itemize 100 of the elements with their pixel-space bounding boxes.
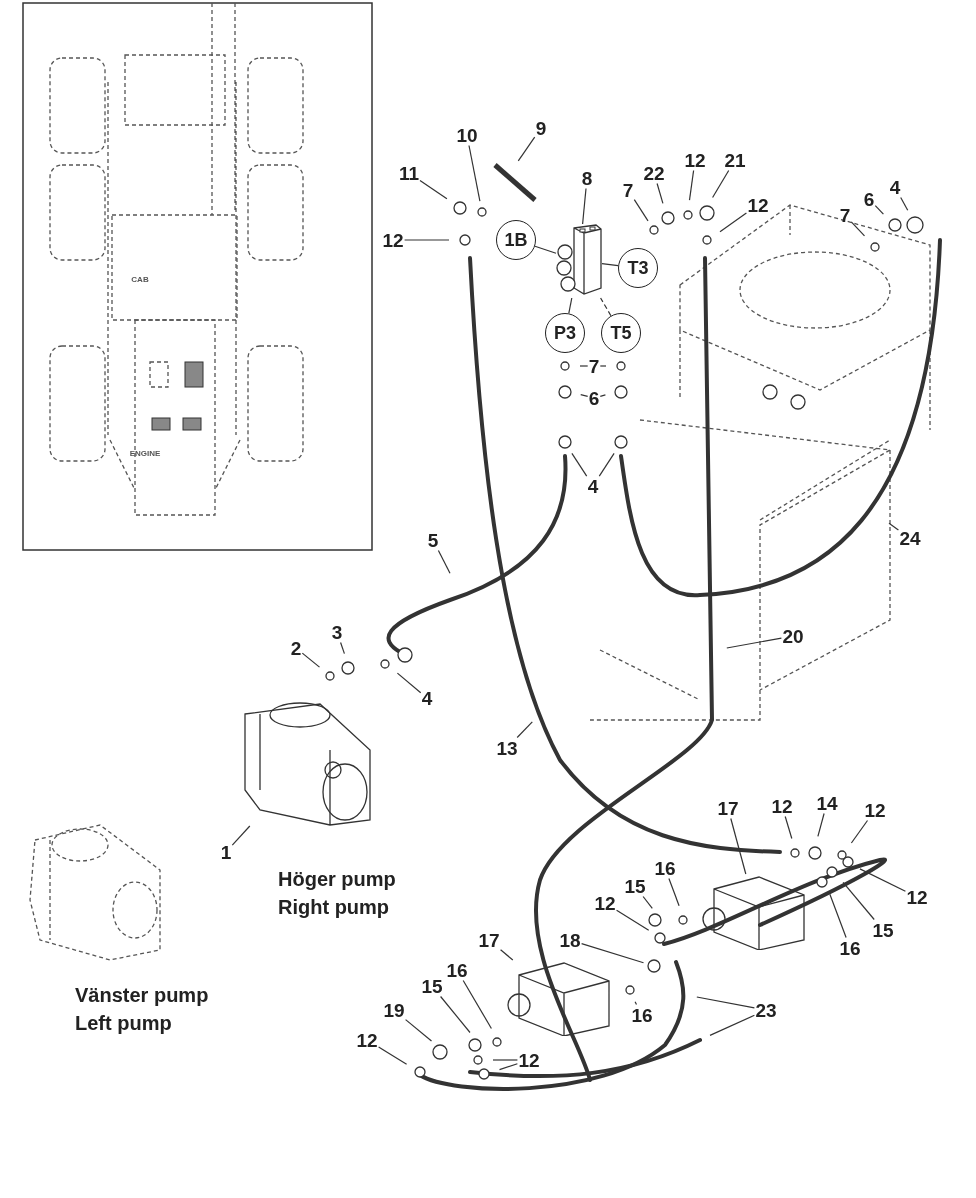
leader-line — [633, 199, 649, 222]
leader-line — [656, 182, 664, 204]
leader-line — [829, 893, 847, 939]
leader-line — [859, 868, 906, 892]
callout-number: 12 — [905, 886, 929, 908]
motor-drawing — [505, 960, 611, 1036]
callout-number: 12 — [683, 149, 707, 171]
leader-line — [850, 819, 869, 844]
callout-number: 15 — [623, 875, 647, 897]
leader-line — [340, 641, 345, 655]
callout-number: 4 — [888, 176, 902, 198]
callout-number: 16 — [630, 1004, 654, 1026]
leader-line — [712, 169, 730, 199]
callout-number: 18 — [558, 929, 582, 951]
callout-number: 12 — [770, 795, 794, 817]
port-label: P3 — [545, 313, 585, 353]
callout-number: 5 — [426, 529, 440, 551]
callout-number: 12 — [381, 229, 405, 251]
leader-line — [419, 179, 448, 200]
callout-number: 4 — [586, 475, 600, 497]
callout-number: 1 — [219, 841, 233, 863]
callout-number: 20 — [781, 625, 805, 647]
callout-number: 19 — [382, 999, 406, 1021]
callout-number: 15 — [420, 975, 444, 997]
callout-number: 12 — [863, 799, 887, 821]
leader-line — [492, 1059, 518, 1061]
leader-line — [900, 196, 909, 211]
cab-label: CAB — [131, 274, 149, 284]
leader-line — [462, 979, 492, 1030]
callout-number: 17 — [716, 797, 740, 819]
engine-label: ENGINE — [129, 448, 161, 458]
leader-line — [599, 394, 606, 397]
leader-line — [500, 949, 514, 961]
pump-caption: Höger pump — [278, 867, 396, 891]
callout-number: 8 — [580, 167, 594, 189]
leader-line — [301, 652, 321, 668]
callout-number: 2 — [289, 637, 303, 659]
pump-caption: Right pump — [278, 895, 390, 919]
leader-line — [405, 1019, 433, 1042]
leader-line — [581, 943, 645, 964]
callout-number: 7 — [587, 355, 601, 377]
leader-line — [634, 1001, 638, 1006]
callout-number: 12 — [517, 1049, 541, 1071]
pump-caption: Vänster pump — [75, 983, 209, 1007]
connector-line — [600, 297, 612, 317]
leader-line — [396, 672, 422, 694]
callout-number: 22 — [642, 162, 666, 184]
callout-number: 3 — [330, 621, 344, 643]
leader-line — [598, 452, 615, 477]
callout-number: 16 — [653, 857, 677, 879]
port-label: T5 — [601, 313, 641, 353]
leader-line — [498, 1063, 518, 1071]
callout-number: 12 — [355, 1029, 379, 1051]
callout-number: 7 — [838, 204, 852, 226]
callout-number: 21 — [723, 149, 747, 171]
callout-number: 16 — [445, 959, 469, 981]
leader-line — [440, 995, 471, 1034]
leader-line — [517, 136, 536, 162]
leader-line — [616, 909, 650, 931]
callout-number: 9 — [534, 117, 548, 139]
leader-line — [599, 365, 607, 367]
leader-line — [874, 205, 884, 215]
leader-line — [571, 452, 588, 477]
leader-line — [231, 825, 251, 846]
callout-number: 12 — [746, 194, 770, 216]
callout-number: 16 — [838, 937, 862, 959]
callout-number: 6 — [587, 387, 601, 409]
leader-line — [784, 815, 793, 840]
callout-number: 10 — [455, 124, 479, 146]
leader-line — [642, 895, 653, 909]
leader-line — [842, 881, 875, 921]
callout-number: 14 — [815, 792, 839, 814]
callout-number: 7 — [621, 179, 635, 201]
leader-line — [817, 812, 825, 837]
leader-line — [730, 817, 747, 875]
leader-line — [437, 549, 451, 574]
leader-line — [468, 144, 481, 202]
leader-line — [888, 522, 899, 531]
callout-number: 13 — [495, 737, 519, 759]
callout-number: 24 — [898, 527, 922, 549]
leader-line — [582, 187, 587, 225]
leader-line — [688, 169, 695, 201]
port-label: 1B — [496, 220, 536, 260]
callout-number: 6 — [862, 188, 876, 210]
leader-line — [579, 365, 589, 367]
callout-number: 17 — [477, 929, 501, 951]
leader-line — [726, 637, 782, 649]
port-label: T3 — [618, 248, 658, 288]
leader-line — [709, 1014, 755, 1036]
leader-line — [850, 221, 866, 237]
leader-line — [668, 877, 680, 907]
callout-number: 11 — [397, 162, 421, 184]
pump-caption: Left pump — [75, 1011, 172, 1035]
leader-line — [719, 212, 747, 233]
leader-line — [516, 721, 533, 739]
callout-number: 12 — [593, 892, 617, 914]
leader-line — [580, 394, 589, 397]
callout-number: 4 — [420, 687, 434, 709]
connector-line — [534, 245, 557, 254]
callout-number: 15 — [871, 919, 895, 941]
